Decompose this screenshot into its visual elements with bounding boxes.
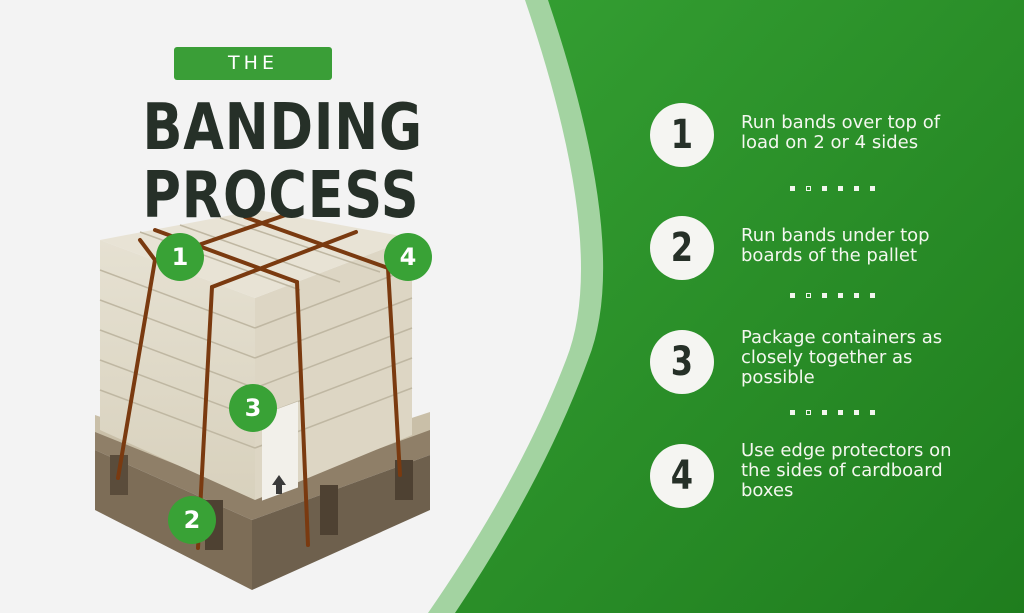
step-text: Use edge protectors on the sides of card… xyxy=(741,440,952,501)
the-badge: THE xyxy=(174,47,332,80)
page-title-line2: PROCESS xyxy=(142,159,420,233)
dot-separator xyxy=(790,293,880,299)
step-text: Run bands under top boards of the pallet xyxy=(741,225,930,266)
step-number-badge: 4 xyxy=(650,444,714,508)
green-panel xyxy=(455,0,1024,613)
illustration-marker-4: 4 xyxy=(384,233,432,281)
step-number-badge: 1 xyxy=(650,103,714,167)
step-number-badge: 3 xyxy=(650,330,714,394)
illustration-marker-2: 2 xyxy=(168,496,216,544)
dot-separator xyxy=(790,410,880,416)
step-text: Run bands over top of load on 2 or 4 sid… xyxy=(741,112,941,153)
illustration-marker-3: 3 xyxy=(229,384,277,432)
dot-separator xyxy=(790,186,880,192)
page-title-line1: BANDING xyxy=(142,91,423,165)
step-number-badge: 2 xyxy=(650,216,714,280)
step-text: Package containers as closely together a… xyxy=(741,327,943,388)
illustration-marker-1: 1 xyxy=(156,233,204,281)
